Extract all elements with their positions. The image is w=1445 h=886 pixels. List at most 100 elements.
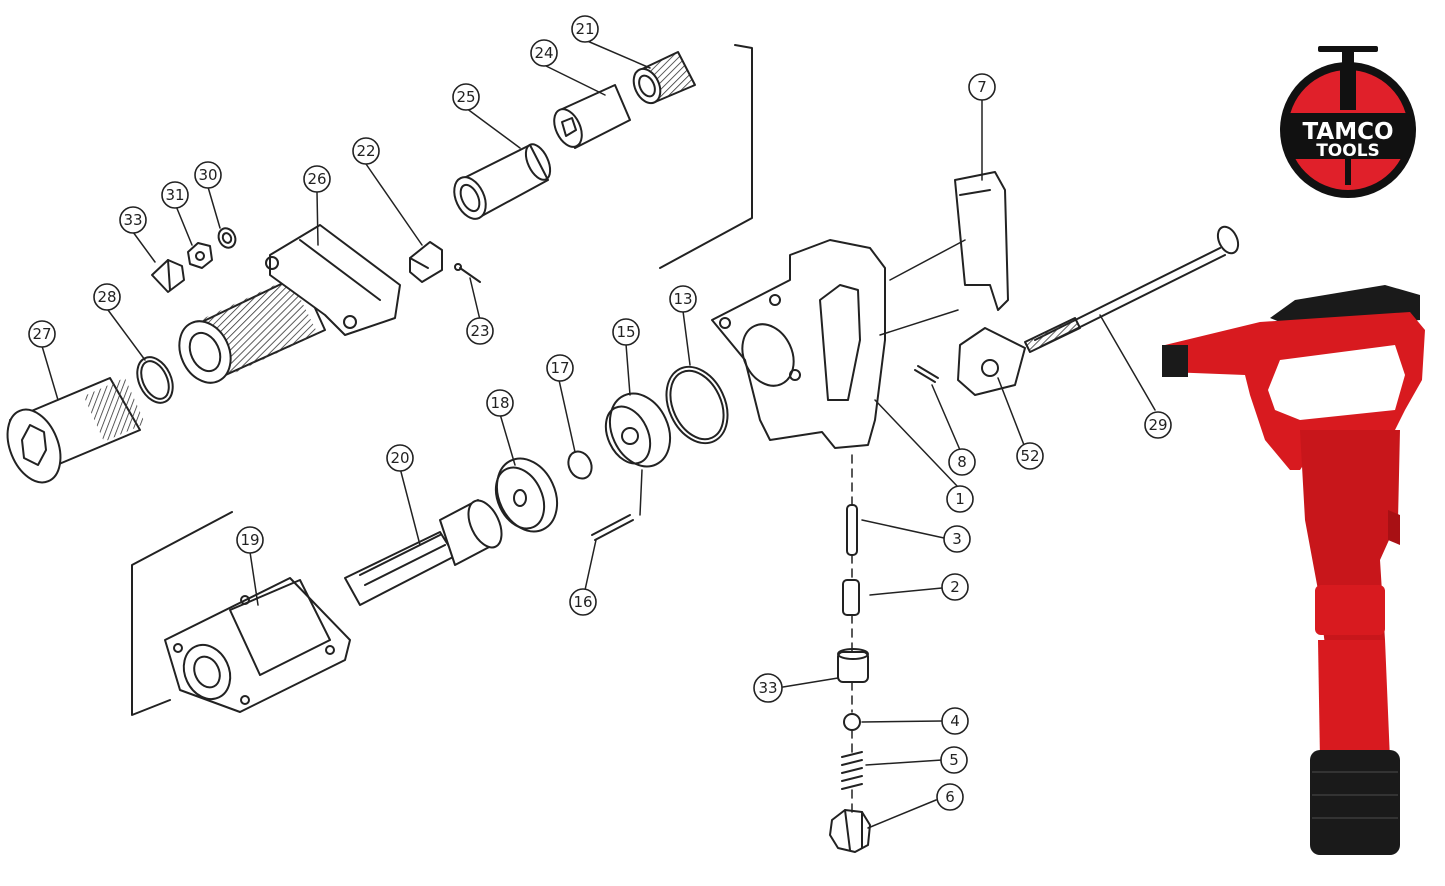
callout-27: 28 — [93, 283, 121, 311]
callout-8: 8 — [948, 448, 976, 476]
callout-13: 13 — [669, 285, 697, 313]
svg-text:4: 4 — [950, 712, 960, 730]
part-8-pin — [914, 365, 939, 383]
svg-text:30: 30 — [198, 166, 217, 184]
part-1-handle — [711, 239, 886, 449]
svg-text:25: 25 — [456, 88, 475, 106]
svg-text:27: 27 — [32, 325, 51, 343]
callout-23: 24 — [530, 39, 558, 67]
part-7-lever — [954, 171, 1009, 311]
callout-14: 15 — [612, 318, 640, 346]
callout-19: 20 — [386, 444, 414, 472]
callout-20: 21 — [571, 15, 599, 43]
callout-33: 33 — [753, 673, 783, 703]
callout-21: 22 — [352, 137, 380, 165]
svg-text:18: 18 — [490, 394, 509, 412]
callout-5: 5 — [940, 746, 968, 774]
svg-text:23: 23 — [470, 322, 489, 340]
part-25-front-head — [178, 224, 401, 384]
callout-29: 30 — [194, 161, 222, 189]
svg-text:22: 22 — [356, 142, 375, 160]
tool-exhaust-cap — [1162, 345, 1188, 377]
svg-text:26: 26 — [307, 170, 326, 188]
callout-17: 18 — [486, 389, 514, 417]
part-30-nut — [187, 242, 213, 269]
svg-text:3: 3 — [952, 530, 962, 548]
part-3-pin — [846, 504, 858, 556]
logo-line1: TAMCO — [1302, 119, 1393, 145]
part-20-bushing — [632, 51, 696, 105]
svg-text:15: 15 — [616, 323, 635, 341]
part-23-coupling — [553, 84, 631, 149]
svg-text:16: 16 — [573, 593, 592, 611]
callout-24: 25 — [452, 83, 480, 111]
callout-31: 33 — [119, 206, 147, 234]
part-28-bolt — [1024, 225, 1240, 353]
part-31-cap-nut — [151, 259, 185, 293]
callout-15: 16 — [569, 588, 597, 616]
part-4-ball — [843, 713, 861, 731]
tool-front-head — [1318, 640, 1390, 760]
callout-28: 29 — [1144, 411, 1172, 439]
svg-text:2: 2 — [950, 578, 960, 596]
svg-text:17: 17 — [550, 359, 569, 377]
group-bracket-lower — [131, 511, 233, 716]
logo-line2: TOOLS — [1316, 141, 1380, 161]
callout-25: 26 — [303, 165, 331, 193]
part-24-sleeve — [453, 143, 552, 220]
part-21-latch — [409, 241, 443, 283]
part-52-plate — [957, 327, 1026, 396]
callout-6: 6 — [936, 783, 964, 811]
callout-52: 52 — [1016, 442, 1044, 470]
part-26-nozzle-nut — [6, 377, 146, 484]
part-29-washer — [217, 227, 237, 249]
svg-text:20: 20 — [390, 449, 409, 467]
callout-1: 1 — [946, 485, 974, 513]
svg-text:5: 5 — [949, 751, 959, 769]
callout-labels: 27 28 33 31 30 26 22 23 25 24 21 20 18 1… — [28, 15, 1172, 811]
part-27-o-ring — [136, 356, 174, 404]
svg-text:33: 33 — [758, 679, 777, 697]
svg-text:24: 24 — [534, 44, 553, 62]
part-6-plug — [829, 809, 871, 853]
svg-text:8: 8 — [957, 453, 967, 471]
svg-text:1: 1 — [955, 490, 965, 508]
callout-7: 7 — [968, 73, 996, 101]
part-14-valve-chest — [604, 392, 672, 468]
part-19-piston — [344, 499, 503, 606]
callout-18: 19 — [236, 526, 264, 554]
part-33-bushing — [837, 648, 869, 683]
part-13-gasket — [665, 365, 729, 445]
callout-4: 4 — [941, 707, 969, 735]
clay-digger-tool-image — [1162, 285, 1425, 855]
part-2-sleeve — [842, 579, 860, 616]
callout-3: 3 — [943, 525, 971, 553]
tamco-tools-logo: TAMCO TOOLS — [1280, 46, 1416, 198]
svg-text:13: 13 — [673, 290, 692, 308]
svg-text:28: 28 — [97, 288, 116, 306]
svg-text:7: 7 — [977, 78, 987, 96]
svg-text:31: 31 — [165, 186, 184, 204]
svg-text:29: 29 — [1148, 416, 1167, 434]
part-17-valve — [494, 457, 559, 533]
svg-text:52: 52 — [1020, 447, 1039, 465]
callout-30: 31 — [161, 181, 189, 209]
svg-text:6: 6 — [945, 788, 955, 806]
callout-16: 17 — [546, 354, 574, 382]
logo-hammer-icon — [1318, 46, 1378, 185]
part-5-spring — [841, 751, 863, 790]
tool-nozzle-grip — [1310, 750, 1400, 855]
part-22-pin — [454, 263, 481, 283]
callout-22: 23 — [466, 317, 494, 345]
callout-2: 2 — [941, 573, 969, 601]
group-bracket-upper — [659, 44, 753, 269]
leader-lines — [41, 39, 1156, 829]
svg-text:33: 33 — [123, 211, 142, 229]
svg-text:21: 21 — [575, 20, 594, 38]
part-15-pin — [591, 514, 634, 541]
part-18-cylinder — [164, 577, 351, 713]
svg-text:19: 19 — [240, 531, 259, 549]
callout-26: 27 — [28, 320, 56, 348]
part-16-disc — [567, 450, 593, 480]
